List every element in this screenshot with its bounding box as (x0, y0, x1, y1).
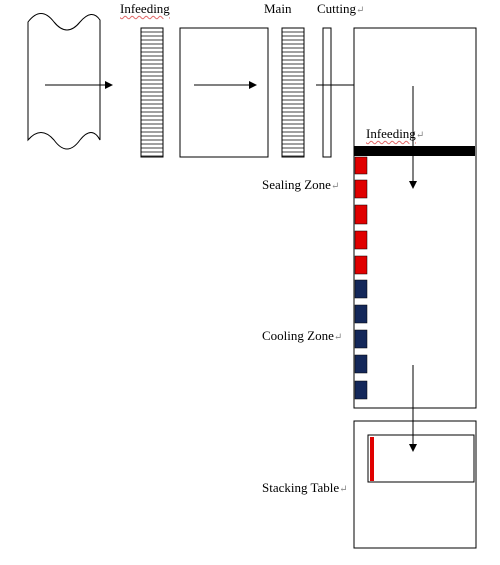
label-stacking-table-text: Stacking Table (262, 480, 340, 495)
sealing-block (354, 255, 368, 275)
cooling-block (354, 304, 368, 324)
paragraph-mark: ↵ (333, 332, 343, 343)
cooling-block (354, 329, 368, 349)
paragraph-mark: ↵ (356, 5, 365, 16)
sealing-cooling-unit (353, 27, 477, 409)
infeeding-rollers (140, 27, 164, 158)
label-infeeding-right-text: Infeeding (366, 126, 416, 141)
stack-marker (370, 437, 374, 481)
cooling-block (354, 354, 368, 374)
label-infeeding-top-text: Infeeding (120, 1, 170, 16)
paragraph-mark: ↵ (415, 130, 425, 141)
sealing-block (354, 230, 368, 250)
label-stacking-table: Stacking Table↵ (262, 481, 348, 497)
sealing-zone-blocks (354, 156, 368, 275)
stacking-tray (367, 434, 475, 483)
cutting-roller-stripes (282, 31, 304, 157)
label-main: Main (264, 2, 291, 16)
cooling-block (354, 279, 368, 299)
sealing-block (354, 204, 368, 225)
label-cutting: Cutting↵ (317, 2, 364, 18)
main-unit (179, 27, 269, 158)
cooling-zone-blocks (354, 279, 368, 400)
label-cutting-text: Cutting (317, 1, 357, 16)
paragraph-mark: ↵ (330, 181, 340, 192)
cooling-block (354, 380, 368, 400)
sealing-block (354, 179, 368, 199)
sealing-block (354, 156, 368, 175)
material-roll-shape (27, 13, 101, 150)
infeeding-roller-stripes (141, 31, 163, 157)
paragraph-mark: ↵ (339, 484, 348, 495)
label-cooling-zone-text: Cooling Zone (262, 328, 334, 343)
label-infeeding-right: Infeeding↵ (366, 127, 424, 143)
label-cooling-zone: Cooling Zone↵ (262, 329, 342, 345)
cutting-blade (322, 27, 332, 158)
label-infeeding-top: Infeeding (120, 2, 170, 16)
label-main-text: Main (264, 1, 292, 16)
label-sealing-zone-text: Sealing Zone (262, 177, 331, 192)
infeeding-bar (354, 146, 475, 156)
cutting-rollers (281, 27, 305, 158)
label-sealing-zone: Sealing Zone↵ (262, 178, 339, 194)
